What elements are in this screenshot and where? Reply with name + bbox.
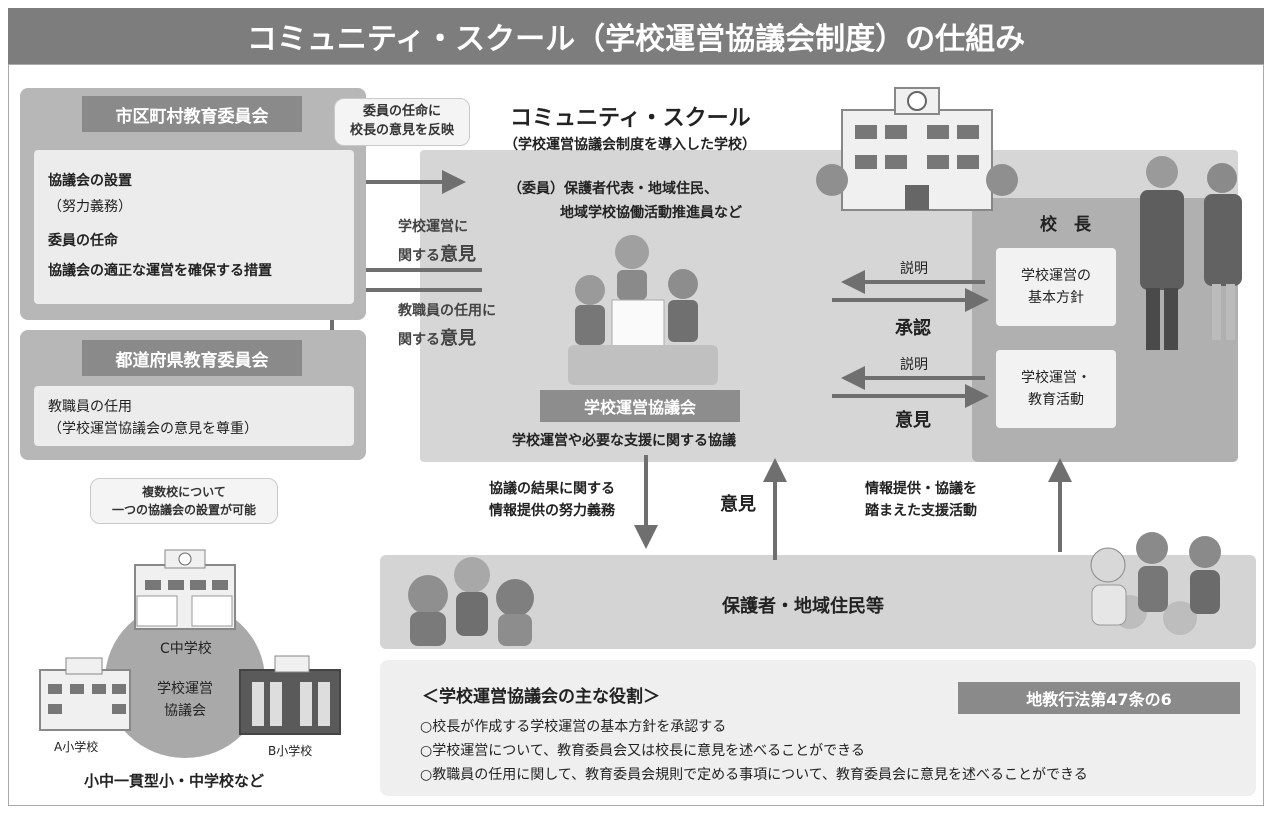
members-line-1: （委員）保護者代表・地域住民、	[508, 181, 718, 197]
municipal-item-effort: （努力義務）	[48, 199, 132, 215]
prefectural-board-header: 都道府県教育委員会	[82, 340, 302, 376]
law-badge: 地教行法第47条の6	[958, 682, 1240, 714]
principal-activities-line-2: 教育活動	[1028, 392, 1084, 408]
opinion-up-label: 意見	[720, 494, 756, 515]
council-label: 学校運営協議会	[540, 390, 740, 422]
c-school-icon	[134, 549, 236, 630]
prefectural-board-body	[34, 386, 354, 446]
council-members-icon	[568, 235, 718, 385]
principal-label: 校 長	[1040, 215, 1091, 235]
result-info-line-1: 協議の結果に関する	[489, 481, 615, 497]
bubble-line-2: 校長の意見を反映	[349, 123, 454, 138]
support-label: 情報提供・協議を 踏まえた支援活動	[846, 478, 996, 522]
support-line-2: 踏まえた支援活動	[865, 503, 977, 519]
municipal-item-appoint: 委員の任命	[48, 233, 118, 249]
bubble-line-1: 委員の任命に	[362, 104, 441, 119]
prefectural-item-respect: （学校運営協議会の意見を尊重）	[48, 421, 258, 437]
multi-center-line-1: 学校運営	[157, 681, 213, 697]
appointment-bubble: 委員の任命に 校長の意見を反映	[334, 98, 470, 146]
role-item-3: ○教職員の任用に関して、教育委員会規則で定める事項について、教育委員会に意見を述…	[420, 767, 1088, 783]
approve-label: 承認	[895, 318, 931, 339]
a-school-label: A小学校	[54, 740, 99, 754]
explain-label-2: 説明	[900, 357, 928, 373]
multi-school-circle	[105, 602, 265, 758]
result-info-label: 協議の結果に関する 情報提供の努力義務	[478, 478, 626, 522]
multi-bubble-line-2: 一つの協議会の設置が可能	[111, 503, 256, 517]
municipal-board-header: 市区町村教育委員会	[82, 96, 302, 132]
multi-school-council-label: 学校運営 協議会	[140, 678, 230, 722]
municipal-board-body	[34, 150, 354, 304]
opinion-school-label-1: 学校運営に	[398, 219, 468, 235]
a-school-icon	[39, 657, 131, 731]
school-building-icon	[816, 87, 1018, 211]
community-school-subtitle: （学校運営協議会制度を導入した学校）	[504, 137, 756, 153]
council-caption: 学校運営や必要な支援に関する協議	[512, 433, 736, 449]
multi-bubble-line-1: 複数校について	[142, 485, 226, 499]
principal-policy-line-2: 基本方針	[1028, 290, 1084, 306]
opinion-staff-label-2: 関する意見	[398, 324, 476, 350]
multi-center-line-2: 協議会	[164, 703, 206, 719]
principal-activities-line-1: 学校運営・	[1021, 370, 1091, 386]
role-item-2: ○学校運営について、教育委員会又は校長に意見を述べることができる	[420, 743, 865, 759]
opinion-school-iken: 意見	[440, 244, 476, 265]
municipal-item-ensure: 協議会の適正な運営を確保する措置	[48, 263, 272, 279]
prefectural-item-appoint: 教職員の任用	[48, 399, 132, 415]
b-school-icon	[239, 655, 341, 735]
result-info-line-2: 情報提供の努力義務	[489, 503, 615, 519]
opinion-school-kansuru: 関する	[398, 248, 440, 264]
members-line-2: 地域学校協働活動推進員など	[560, 205, 742, 221]
opinion-staff-iken: 意見	[440, 328, 476, 349]
c-school-label: C中学校	[160, 641, 212, 657]
principal-activities-box: 学校運営・ 教育活動	[996, 350, 1116, 428]
explain-label-1: 説明	[900, 261, 928, 277]
municipal-item-establish: 協議会の設置	[48, 173, 132, 189]
principal-policy-box: 学校運営の 基本方針	[996, 248, 1116, 326]
b-school-label: B小学校	[268, 744, 313, 758]
multi-school-bubble: 複数校について 一つの協議会の設置が可能	[90, 478, 278, 524]
roles-title: ＜学校運営協議会の主な役割＞	[422, 687, 660, 707]
principal-policy-line-1: 学校運営の	[1021, 268, 1091, 284]
principal-figures-icon	[1140, 156, 1242, 350]
opinion-staff-kansuru: 関する	[398, 332, 440, 348]
residents-right-icon	[1090, 532, 1221, 635]
page-title: コミュニティ・スクール（学校運営協議会制度）の仕組み	[8, 8, 1264, 64]
community-school-title: コミュニティ・スクール	[510, 106, 751, 131]
role-item-1: ○校長が作成する学校運営の基本方針を承認する	[420, 719, 727, 735]
diagram-frame	[8, 64, 1264, 806]
residents-label: 保護者・地域住民等	[722, 596, 884, 617]
opinion-staff-label-1: 教職員の任用に	[398, 303, 496, 319]
support-line-1: 情報提供・協議を	[865, 481, 977, 497]
opinion-principal-label: 意見	[895, 410, 931, 431]
multi-school-caption: 小中一貫型小・中学校など	[84, 772, 265, 790]
opinion-school-label-2: 関する意見	[398, 240, 476, 266]
residents-left-icon	[408, 557, 534, 646]
